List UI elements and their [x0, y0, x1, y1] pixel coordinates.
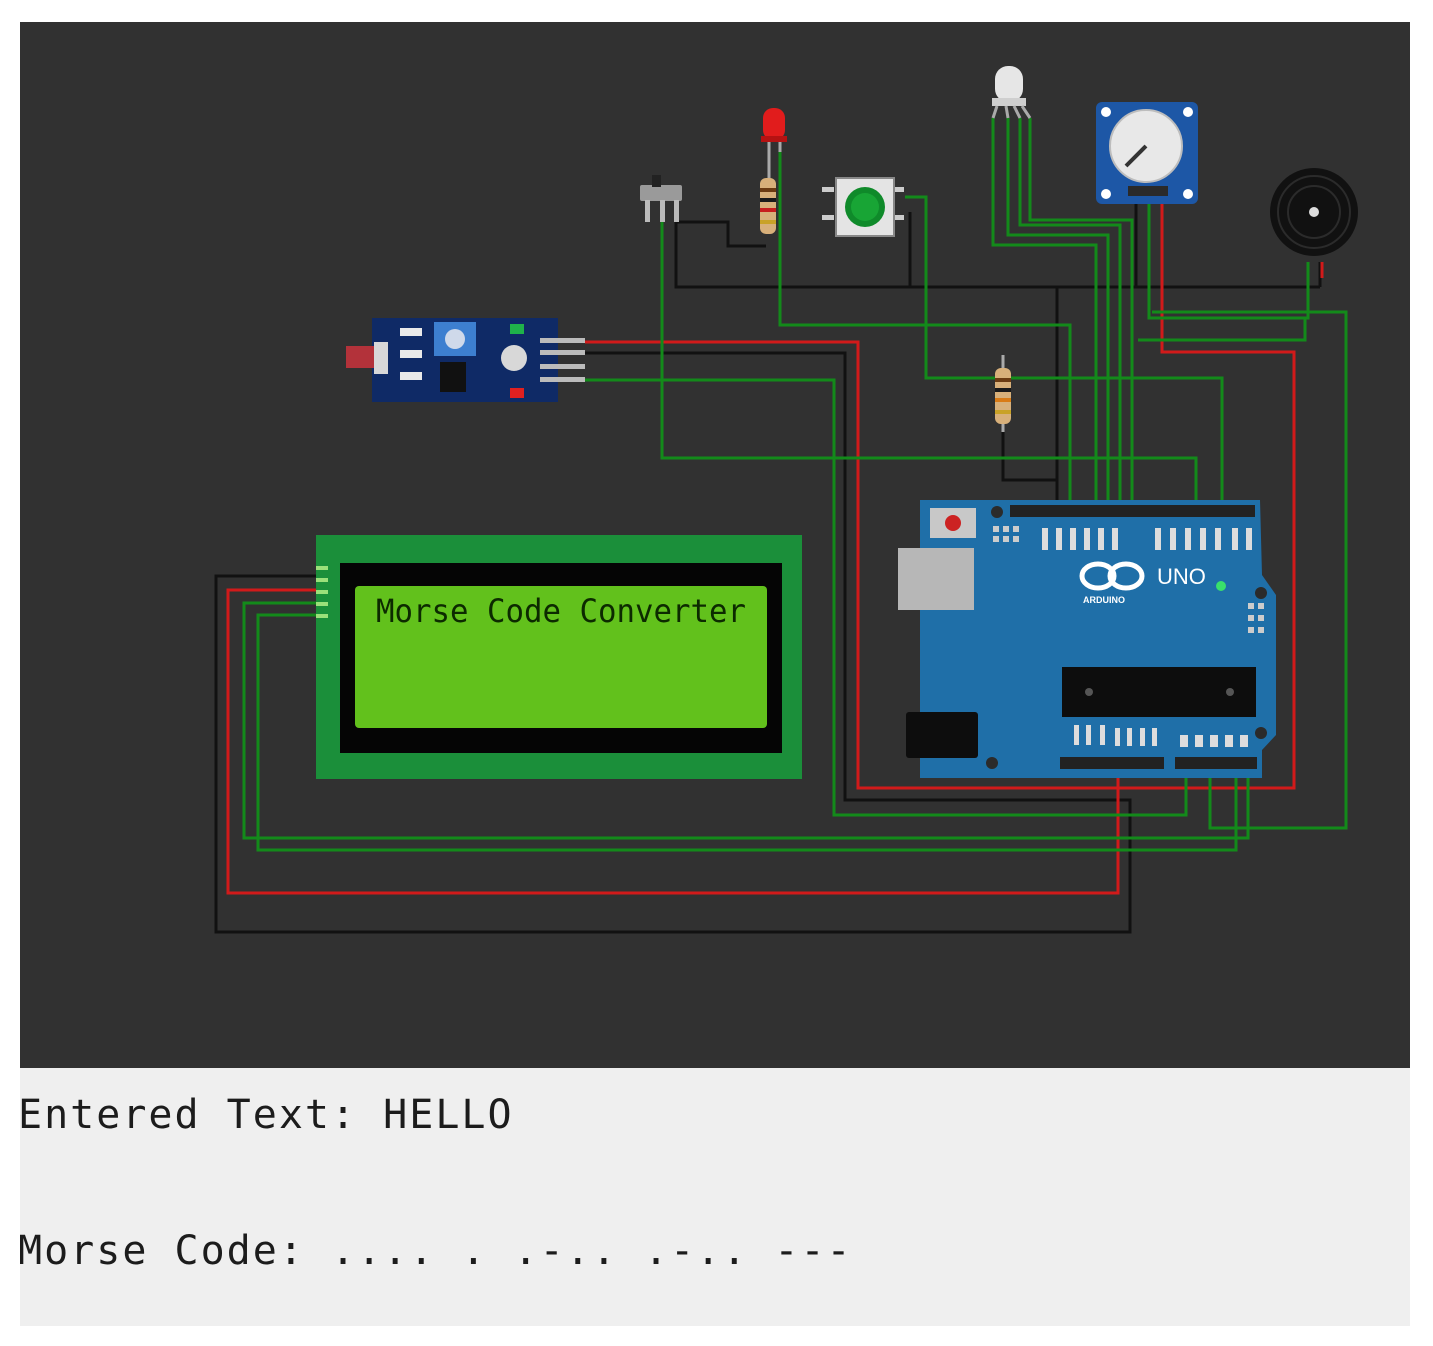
- buzzer[interactable]: [1270, 168, 1358, 256]
- morse-code-label: Morse Code:: [20, 1228, 305, 1274]
- power-led: [1216, 581, 1226, 591]
- arduino-brand-label: ARDUINO: [1083, 595, 1125, 605]
- pushbutton[interactable]: [822, 177, 904, 237]
- serial-monitor[interactable]: Entered Text: HELLO Morse Code: .... . .…: [20, 1068, 1410, 1326]
- entered-text-value: HELLO: [383, 1092, 514, 1138]
- lcd-line-1: Morse Code Converter: [376, 592, 746, 630]
- potentiometer[interactable]: [1096, 102, 1198, 204]
- pulldown-resistor[interactable]: [995, 355, 1011, 432]
- led-resistor[interactable]: [760, 178, 776, 234]
- lcd-display[interactable]: Morse Code Converter: [316, 535, 802, 779]
- red-led[interactable]: [761, 108, 787, 178]
- slide-switch[interactable]: [640, 175, 682, 222]
- serial-line-entered: Entered Text: HELLO: [20, 1092, 514, 1138]
- morse-code-value: .... . .-.. .-.. ---: [331, 1228, 853, 1274]
- rgb-led[interactable]: [991, 66, 1032, 119]
- circuit-diagram: Morse Code Converter: [214, 66, 1358, 934]
- black-wires: [214, 198, 1322, 934]
- simulation-canvas[interactable]: Morse Code Converter: [20, 22, 1410, 1068]
- sensor-module[interactable]: [346, 318, 585, 402]
- arduino-model-label: UNO: [1157, 564, 1206, 589]
- arduino-uno[interactable]: UNO ARDUINO: [898, 500, 1276, 778]
- serial-line-morse: Morse Code: .... . .-.. .-.. ---: [20, 1228, 853, 1274]
- entered-text-label: Entered Text:: [20, 1092, 358, 1138]
- green-wires: [242, 118, 1348, 852]
- arduino-logo-icon: [1079, 561, 1145, 591]
